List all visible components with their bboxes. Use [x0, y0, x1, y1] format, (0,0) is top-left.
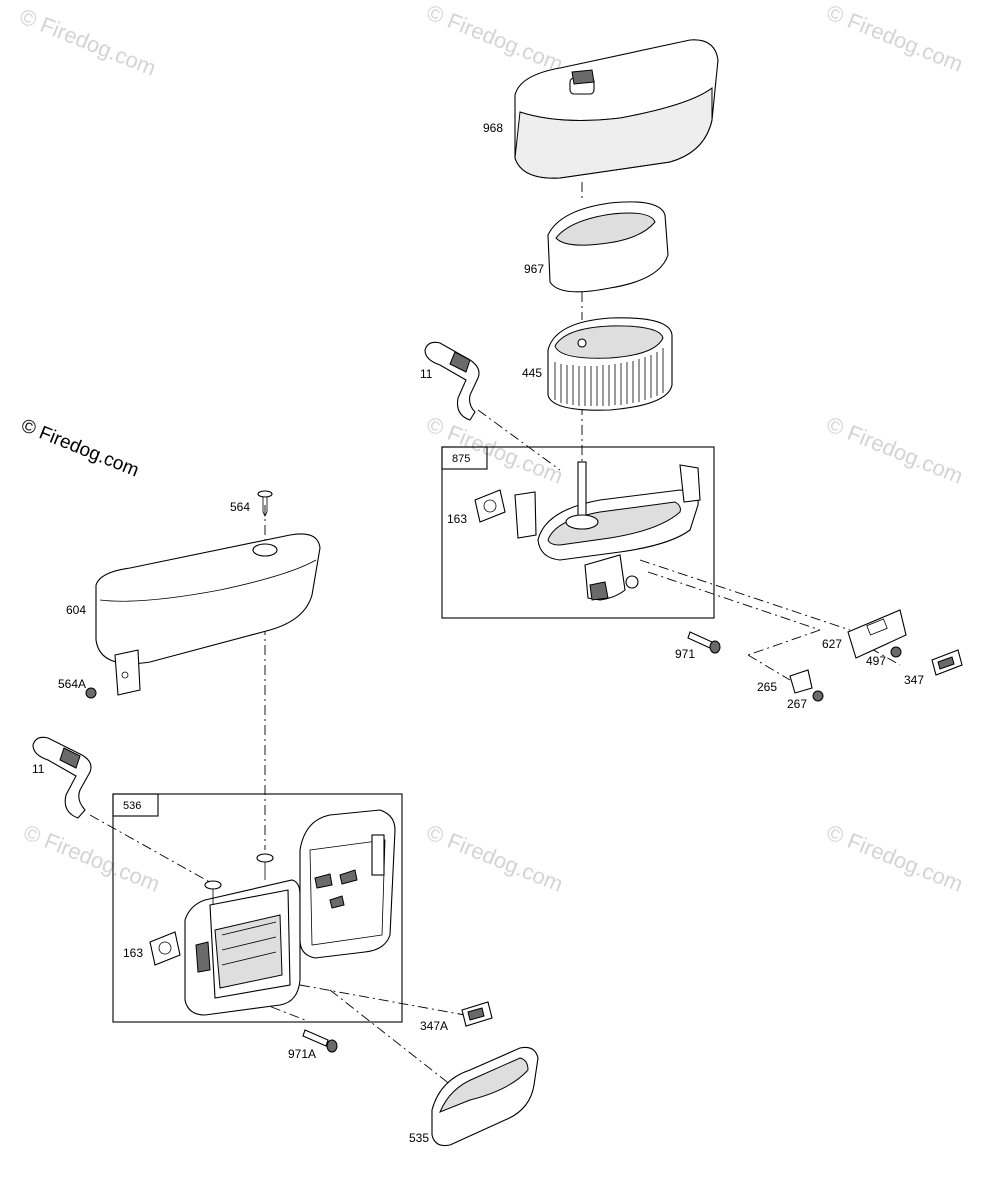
- air-filter-445: [547, 317, 673, 411]
- foam-filter-535: [431, 1046, 539, 1147]
- callout-445: 445: [522, 366, 542, 380]
- air-cleaner-base-875: [514, 461, 701, 601]
- watermark: © Firedog.com: [423, 411, 566, 488]
- clip-347: [931, 649, 963, 676]
- watermark: © Firedog.com: [423, 819, 566, 896]
- callout-971A: 971A: [288, 1047, 316, 1061]
- callout-labels: 968 967 445 11 163 971 627 497 347 265 2…: [32, 121, 924, 1145]
- callout-497: 497: [866, 654, 886, 668]
- callout-347: 347: [904, 673, 924, 687]
- watermark: © Firedog.com: [16, 3, 159, 80]
- breather-hose-11-bottom: [32, 736, 92, 819]
- bracket-627: [847, 609, 907, 659]
- screw-564A: [85, 687, 97, 699]
- watermark: © Firedog.com: [823, 411, 966, 488]
- air-cleaner-cover-968: [514, 39, 719, 179]
- callout-11-top: 11: [420, 367, 433, 381]
- callout-967: 967: [524, 262, 544, 276]
- assembly-536-label: 536: [123, 800, 141, 812]
- watermark: © Firedog.com: [823, 819, 966, 896]
- pre-cleaner-967: [547, 201, 669, 293]
- callout-267: 267: [787, 697, 807, 711]
- plate-265: [789, 669, 813, 694]
- watermark: © Firedog.com: [20, 819, 163, 896]
- gasket-163-top: [474, 489, 506, 523]
- bolt-971: [687, 631, 721, 654]
- nut-497: [890, 646, 902, 658]
- air-cleaner-cover-604: [95, 533, 321, 696]
- callout-163-bottom: 163: [123, 946, 143, 960]
- callout-971: 971: [675, 647, 695, 661]
- callout-564: 564: [230, 500, 250, 514]
- gasket-163-bottom: [149, 931, 181, 966]
- callout-265: 265: [757, 680, 777, 694]
- callout-968: 968: [483, 121, 503, 135]
- callout-564A: 564A: [58, 677, 86, 691]
- callout-347A: 347A: [420, 1019, 448, 1033]
- watermark: © Firedog.com: [423, 0, 566, 77]
- callout-163-top: 163: [447, 512, 467, 526]
- callout-604: 604: [66, 603, 86, 617]
- clip-347A: [461, 1001, 493, 1027]
- screw-564: [257, 490, 273, 517]
- callout-535: 535: [409, 1131, 429, 1145]
- assembly-536: 536: [112, 793, 403, 1023]
- breather-hose-11-top: [424, 341, 480, 421]
- assembly-875-label: 875: [452, 453, 470, 465]
- copyright-notice: © Firedog.com: [18, 415, 142, 481]
- screw-267: [812, 690, 824, 702]
- callout-627: 627: [822, 637, 842, 651]
- callout-11-bottom: 11: [32, 762, 45, 776]
- air-cleaner-base-536: [184, 809, 396, 1016]
- assembly-875: 875: [441, 446, 715, 619]
- bolt-971A: [302, 1029, 338, 1053]
- watermark: © Firedog.com: [823, 0, 966, 77]
